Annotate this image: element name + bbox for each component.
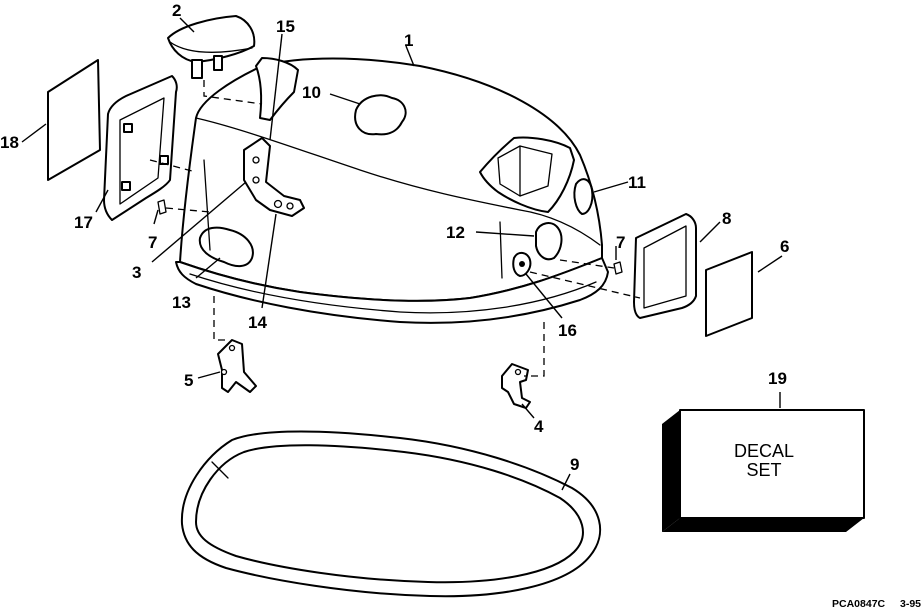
- decal-part-11: [573, 178, 594, 215]
- decal-blob-part-10: [354, 94, 407, 136]
- callout-6: 6: [780, 237, 789, 256]
- screw-part-7-left: [157, 199, 167, 215]
- callout-3: 3: [132, 263, 141, 282]
- callout-16: 16: [558, 321, 577, 340]
- callout-1: 1: [404, 31, 413, 50]
- bracket-part-15: [243, 137, 305, 217]
- callout-9: 9: [570, 455, 579, 474]
- bracket-part-5: [217, 339, 257, 393]
- fastener-part-14: [273, 199, 283, 209]
- reference-date: 3-95: [900, 598, 921, 609]
- front-grille-part-8: [633, 213, 697, 319]
- callout-labels: 1 2 15 10 18 17 7 3 13 14 11 12 7 8 6 16…: [0, 1, 789, 474]
- callout-17: 17: [74, 213, 93, 232]
- callout-15: 15: [276, 17, 295, 36]
- callout-4: 4: [534, 417, 544, 436]
- rear-decal-part-18: [47, 59, 101, 181]
- side-decal-part-13: [198, 226, 254, 268]
- callout-14: 14: [248, 313, 267, 332]
- seal-part-9: [180, 430, 602, 598]
- rear-cap-part-2: [167, 15, 256, 79]
- latch-part-16: [512, 252, 532, 277]
- decal-set-box-part-19[interactable]: DECAL SET: [662, 409, 865, 532]
- callout-2: 2: [172, 1, 181, 20]
- callout-11: 11: [628, 173, 646, 192]
- callout-8: 8: [722, 209, 731, 228]
- front-decal-part-6: [705, 251, 753, 337]
- decal-set-line-1: DECAL: [734, 441, 794, 461]
- engine-cover-part-1: [175, 57, 609, 324]
- callout-18: 18: [0, 133, 19, 152]
- callout-7-left: 7: [148, 233, 157, 252]
- decal-set-line-2: SET: [746, 460, 781, 480]
- latch-plate-part-12: [535, 222, 563, 261]
- screw-part-7-right: [613, 261, 623, 275]
- callout-7-right: 7: [616, 233, 625, 252]
- assembly-dash-lines: [149, 80, 641, 377]
- rear-grille-part-17: [103, 75, 178, 221]
- bracket-part-4: [501, 363, 531, 409]
- reference-code: PCA0847C: [832, 598, 886, 609]
- leader-lines: [21, 17, 783, 491]
- callout-13: 13: [172, 293, 191, 312]
- callout-10: 10: [302, 83, 321, 102]
- callout-5: 5: [184, 371, 193, 390]
- callout-12: 12: [446, 223, 465, 242]
- callout-19: 19: [768, 369, 787, 388]
